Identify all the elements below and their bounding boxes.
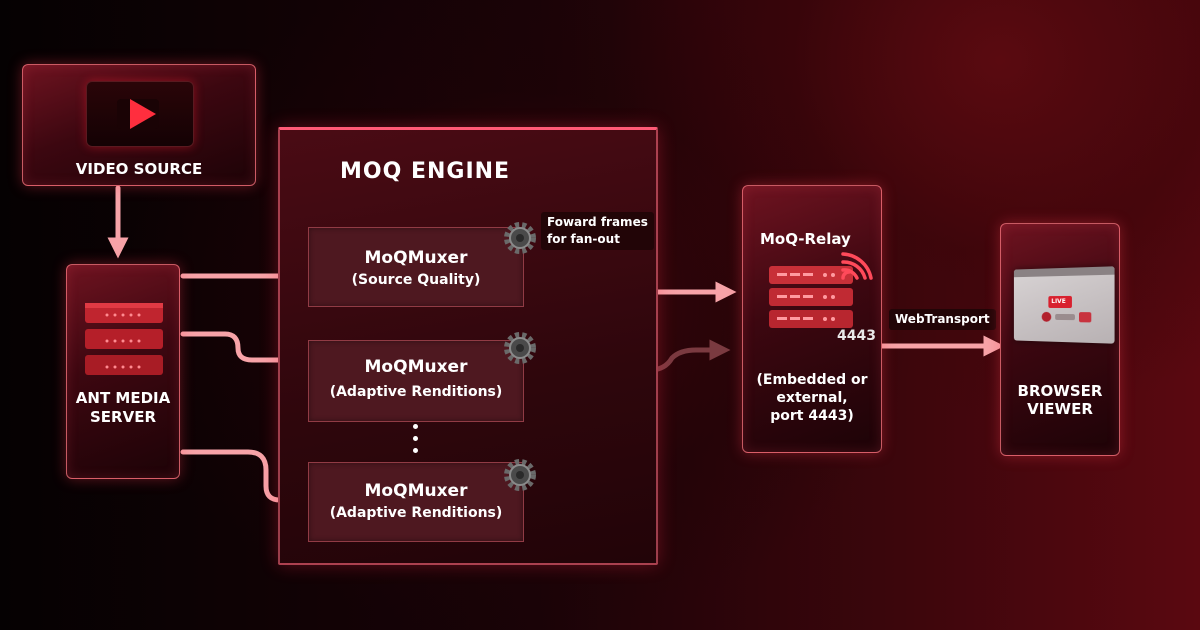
ant-media-server-card: ANT MEDIA SERVER: [66, 264, 180, 479]
relay-port-label: 4443: [837, 328, 876, 344]
play-icon: [86, 81, 194, 147]
ant-media-server-label-line1: ANT MEDIA: [75, 389, 171, 407]
video-source-card: VIDEO SOURCE: [22, 64, 256, 186]
gear-icon: [504, 222, 536, 254]
muxer2-subtitle: (Adaptive Renditions): [329, 384, 503, 400]
moq-engine-title: MOQ ENGINE: [340, 159, 511, 184]
server-icon: [769, 266, 853, 328]
browser-viewer-label-line1: BROWSER: [1017, 382, 1103, 400]
browser-viewer-label-line2: VIEWER: [1027, 400, 1093, 418]
fanout-annotation: Foward frames for fan-out: [541, 212, 654, 250]
fanout-line2: for fan-out: [547, 232, 620, 246]
video-source-label: VIDEO SOURCE: [75, 160, 203, 178]
muxer3-title: MoQMuxer: [364, 481, 468, 501]
muxer-adaptive-2: MoQMuxer (Adaptive Renditions): [308, 462, 524, 542]
arrow-server-to-muxer2: [180, 331, 307, 371]
muxer1-subtitle: (Source Quality): [351, 272, 481, 288]
gear-icon: [504, 332, 536, 364]
relay-title: MoQ-Relay: [760, 230, 851, 248]
ellipsis-dots: [413, 424, 419, 456]
muxer-adaptive-1: MoQMuxer (Adaptive Renditions): [308, 340, 524, 422]
arrow-server-to-muxer3: [180, 449, 307, 511]
browser-icon: LIVE: [1013, 266, 1115, 344]
muxer-source-quality: MoQMuxer (Source Quality): [308, 227, 524, 307]
relay-note-line1: (Embedded or: [756, 372, 868, 388]
server-icon: [85, 303, 163, 375]
relay-note-line3: port 4443): [770, 408, 854, 424]
fanout-line1: Foward frames: [547, 215, 648, 229]
moq-relay-card: MoQ-Relay 4443 (Embedded or external, po…: [742, 185, 882, 453]
browser-viewer-card: LIVE BROWSER VIEWER: [1000, 223, 1120, 456]
relay-note-line2: external,: [776, 390, 848, 406]
muxer2-title: MoQMuxer: [364, 357, 468, 377]
muxer3-subtitle: (Adaptive Renditions): [329, 505, 503, 521]
muxer1-title: MoQMuxer: [364, 248, 468, 268]
webtransport-label: WebTransport: [889, 309, 996, 330]
ant-media-server-label-line2: SERVER: [89, 408, 156, 426]
gear-icon: [504, 459, 536, 491]
wifi-icon: [841, 252, 873, 280]
